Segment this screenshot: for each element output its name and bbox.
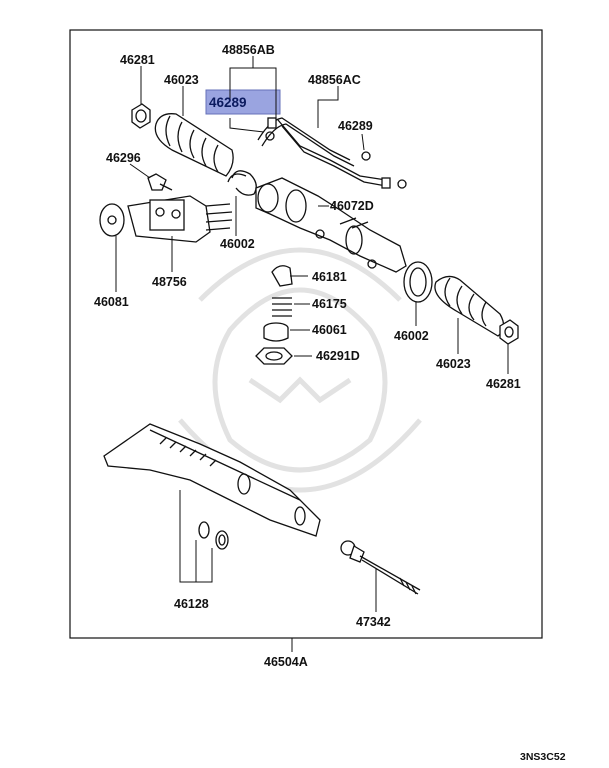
highlight-box [205,89,281,115]
rack-housing [255,177,407,273]
part-label-p11: 48756 [152,275,187,289]
part-label-p17: 46023 [436,357,471,371]
part-label-p2: 46023 [164,73,199,87]
bellows-boot-left [154,113,234,177]
part-label-p6: 46289 [338,119,373,133]
part-label-p8: 46072D [330,199,374,213]
part-label-p4-highlighted[interactable]: 46289 [209,95,247,110]
part-label-p13: 46175 [312,297,347,311]
part-label-p15: 46291D [316,349,360,363]
pressure-pipes [257,117,407,189]
assembly-label: 46504A [264,655,308,669]
part-label-p3: 48856AB [222,43,275,57]
rack-guide [271,265,293,287]
part-label-p18: 46281 [486,377,521,391]
part-label-p1: 46281 [120,53,155,67]
part-label-p14: 46061 [312,323,347,337]
rack-guide-spring [272,297,292,317]
part-label-p16: 46002 [394,329,429,343]
boot-clamp-left [227,170,257,196]
valve-housing [99,195,233,243]
steering-rack-bar [103,423,321,537]
figure-code: 3NS3C52 [520,751,566,763]
tie-rod-clip-left [131,103,151,129]
o-rings [198,521,229,550]
tie-rod-clip-right [499,319,519,345]
bellows-boot-right [434,275,505,337]
lock-nut [255,347,293,365]
part-label-p5: 48856AC [308,73,361,87]
bolt [147,173,173,191]
part-label-p10: 46081 [94,295,129,309]
diagram-frame [69,29,543,639]
part-labels: 46281 46023 48856AB 46289 48856AC 46289 … [94,43,566,763]
part-label-p7: 46296 [106,151,141,165]
tie-rod-end [340,540,421,595]
leader-lines [115,56,509,652]
rack-guide-cap [263,322,289,342]
boot-clamp-right [403,261,433,303]
part-label-p20: 47342 [356,615,391,629]
part-label-p12: 46181 [312,270,347,284]
part-label-p9: 46002 [220,237,255,251]
part-label-p19: 46128 [174,597,209,611]
